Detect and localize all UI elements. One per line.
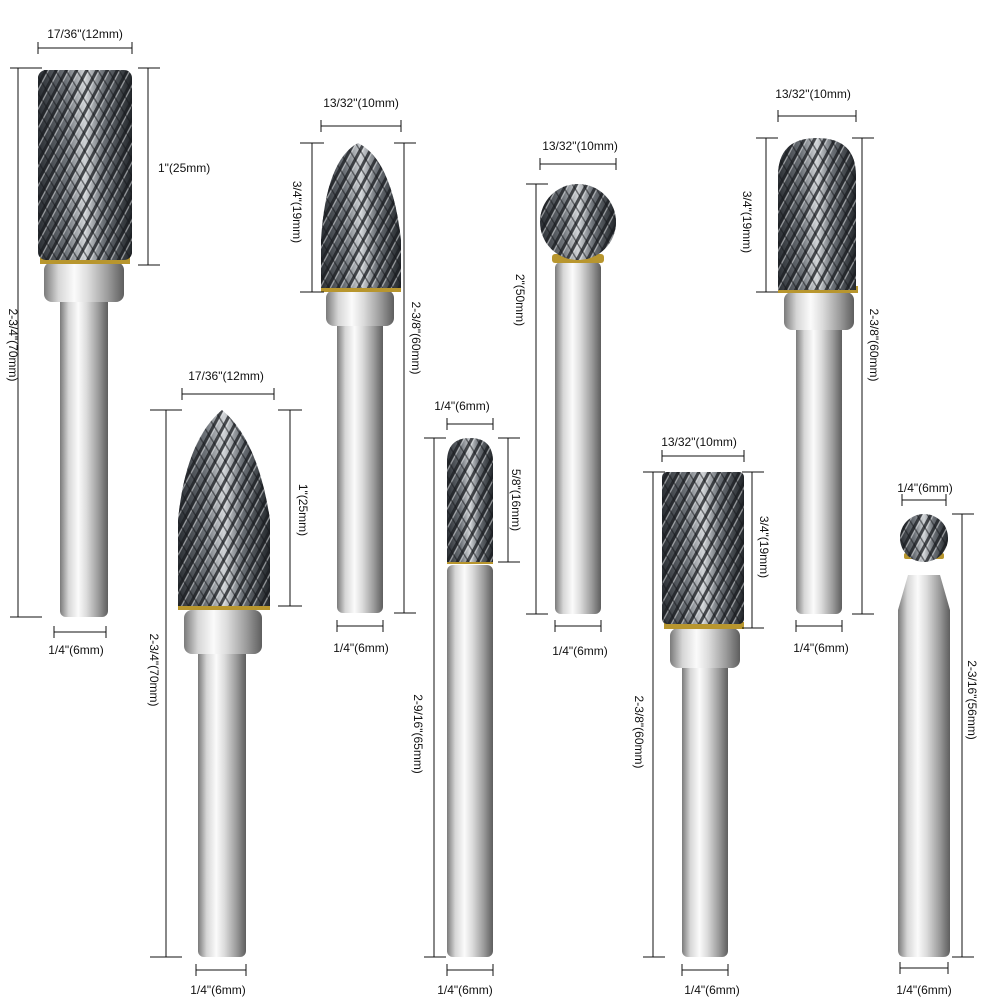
bit8-shank-label: 1/4"(6mm) — [896, 983, 952, 997]
carbide-head — [778, 138, 856, 290]
collar — [326, 290, 394, 326]
carbide-head — [38, 70, 132, 260]
shank — [198, 630, 246, 957]
bit7-shank-label: 1/4"(6mm) — [793, 641, 849, 655]
bit2-shank-label: 1/4"(6mm) — [190, 983, 246, 997]
bit2-total-length-label: 2-3/4"(70mm) — [147, 634, 161, 707]
bit-ball-nose-cylinder-10mm — [778, 138, 858, 614]
bit2-head-width-label: 17/36"(12mm) — [188, 369, 264, 383]
bit8-head-width-label: 1/4"(6mm) — [897, 481, 953, 495]
bit5-head-width-label: 13/32"(10mm) — [542, 139, 618, 153]
bit7-head-width-label: 13/32"(10mm) — [775, 87, 851, 101]
carbide-head — [447, 438, 493, 562]
shank — [796, 305, 842, 614]
shank — [898, 575, 950, 957]
bit1-shank-label: 1/4"(6mm) — [48, 643, 104, 657]
bit4-head-width-label: 1/4"(6mm) — [434, 399, 490, 413]
bit3-total-length-label: 2-3/8"(60mm) — [409, 302, 423, 375]
bit7-head-length-label: 3/4"(19mm) — [740, 191, 754, 253]
bit4-shank-label: 1/4"(6mm) — [437, 983, 493, 997]
bit6-head-length-label: 3/4"(19mm) — [757, 516, 771, 578]
carbide-head — [540, 184, 616, 260]
bit-ball-10mm — [540, 184, 616, 614]
bit1-head-length-label: 1"(25mm) — [158, 161, 210, 175]
braze-ring — [664, 622, 744, 629]
dimension-lines — [10, 42, 974, 976]
collar — [784, 292, 854, 330]
carbide-head — [662, 472, 744, 624]
shank — [337, 305, 383, 613]
bit3-head-length-label: 3/4"(19mm) — [290, 181, 304, 243]
bit2-head-length-label: 1"(25mm) — [296, 484, 310, 536]
bit4-total-length-label: 2-9/16"(65mm) — [411, 694, 425, 774]
bit5-total-length-label: 2"(50mm) — [513, 274, 527, 326]
bit1-total-length-label: 2-3/4"(70mm) — [6, 309, 20, 382]
collar — [44, 262, 124, 302]
collar — [670, 628, 740, 668]
carbide-head — [900, 514, 948, 562]
dimension-labels: 17/36"(12mm) 1"(25mm) 2-3/4"(70mm) 1/4"(… — [6, 27, 979, 997]
bit6-head-width-label: 13/32"(10mm) — [661, 435, 737, 449]
bit8-total-length-label: 2-3/16"(56mm) — [965, 660, 979, 740]
carbide-head — [321, 143, 401, 288]
bit1-head-width-label: 17/36"(12mm) — [47, 27, 123, 41]
shank — [447, 565, 493, 957]
bit4-head-length-label: 5/8"(16mm) — [509, 469, 523, 531]
carbide-head — [178, 410, 270, 606]
bit7-total-length-label: 2-3/8"(60mm) — [867, 309, 881, 382]
bit-flame-10mm — [321, 143, 401, 613]
collar — [184, 610, 262, 654]
bit-tree-pointed-12mm — [178, 410, 270, 957]
bit6-shank-label: 1/4"(6mm) — [684, 983, 740, 997]
shank — [60, 275, 108, 617]
bit-small-ball-6mm — [898, 514, 950, 957]
shank — [555, 262, 601, 614]
shank — [682, 640, 728, 957]
bit3-shank-label: 1/4"(6mm) — [333, 641, 389, 655]
bit-ball-nose-cylinder-6mm — [447, 438, 493, 957]
bit3-head-width-label: 13/32"(10mm) — [323, 96, 399, 110]
braze-ring — [321, 285, 401, 292]
bit6-total-length-label: 2-3/8"(60mm) — [632, 696, 646, 769]
bit-cylinder-10mm — [662, 472, 744, 957]
bit5-shank-label: 1/4"(6mm) — [552, 644, 608, 658]
bit-cylinder-12mm — [38, 70, 132, 617]
